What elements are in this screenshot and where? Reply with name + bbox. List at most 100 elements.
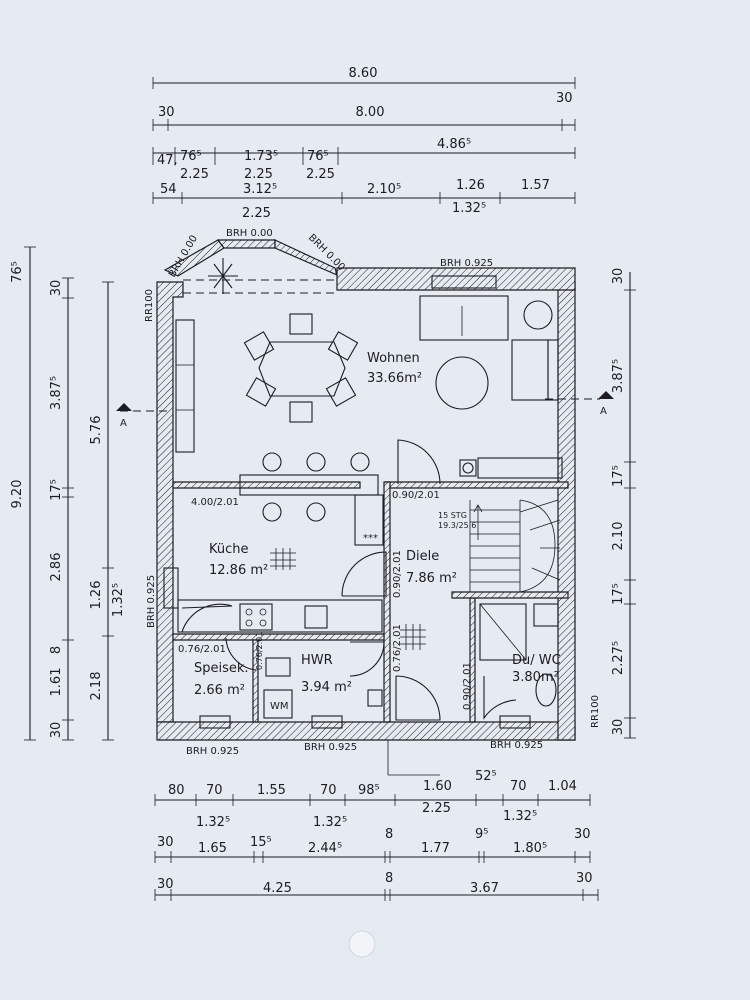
dim-top-3-12: 3.12⁵ [243, 182, 277, 197]
stairs-lower [469, 500, 521, 592]
radiator-diele [400, 624, 426, 650]
dim-right-2-27: 2.27⁵ [611, 641, 626, 675]
dim-left-2-86: 2.86 [49, 553, 64, 582]
dim-bot-70-b: 70 [320, 783, 337, 798]
wall-west [156, 281, 184, 723]
coffee-table [435, 356, 489, 410]
dim-top-76-a: 76⁵ [180, 149, 202, 164]
dim-top-2-25-a: 2.25 [180, 167, 209, 182]
door-label-diele-v: 0.90/2.01 [392, 550, 403, 598]
wall-south [156, 721, 576, 741]
dim-top-8-60: 8.60 [349, 66, 378, 81]
dim-top-1-26: 1.26 [456, 178, 485, 193]
dim-top-8-00: 8.00 [356, 105, 385, 120]
stairs-winder [519, 499, 561, 593]
shower [479, 603, 527, 661]
right-dimensions: 30 3.87⁵ 17⁵ 2.10 17⁵ 2.27⁵ 30 [611, 268, 636, 739]
dim-top-30-r: 30 [556, 91, 573, 106]
dim-bot-1-80: 1.80⁵ [513, 841, 547, 856]
chair-5 [245, 377, 277, 407]
stool-1 [262, 452, 282, 472]
brh-south-1: BRH 0.925 [186, 746, 239, 757]
bay-star [208, 258, 238, 294]
wall-wohnen-kueche [172, 481, 361, 489]
dim-bot-1-77: 1.77 [421, 841, 450, 856]
dim-top-30-l: 30 [158, 105, 175, 120]
dim-bot-15: 15⁵ [250, 835, 272, 850]
dim-right-17-a: 17⁵ [611, 465, 626, 487]
dim-top-1-57: 1.57 [521, 178, 550, 193]
section-label-left: A [120, 418, 127, 429]
left-dimensions: 9.20 76⁵ 30 3.87⁵ 17⁵ 2.86 1.26 8 1.61 3… [10, 246, 126, 741]
sideboard [175, 319, 195, 453]
wall-kueche-diele [383, 481, 391, 723]
dim-top-1-32: 1.32⁵ [452, 201, 486, 216]
dim-bot-9: 9⁵ [475, 827, 488, 842]
room-wohnen-area: 33.66m² [367, 371, 422, 386]
dim-top-2-25-c: 2.25 [306, 167, 335, 182]
dim-bot-3-67: 3.67 [470, 881, 499, 896]
dim-bot-80: 80 [168, 783, 185, 798]
stool-4 [262, 502, 282, 522]
door-label-speis-v: 0.76/2.01 [255, 632, 264, 670]
room-speisek-name: Speisek. [194, 661, 249, 676]
walls [156, 239, 576, 741]
dim-bot-1-55: 1.55 [257, 783, 286, 798]
dim-right-2-10: 2.10 [611, 522, 626, 551]
brh-south-2: BRH 0.925 [304, 742, 357, 753]
door-label-diele: 0.90/2.01 [392, 490, 440, 501]
dim-right-30-a: 30 [611, 268, 626, 285]
room-diele-area: 7.86 m² [406, 571, 457, 586]
cooktop [239, 603, 273, 631]
dim-bot-8-a: 8 [385, 827, 393, 842]
wall-speis-hwr [252, 639, 259, 723]
room-hwr-area: 3.94 m² [301, 680, 352, 695]
armchair-block [511, 339, 549, 401]
room-wohnen-name: Wohnen [367, 351, 420, 366]
stairs-ratio: 19.3/25.6 [438, 521, 476, 530]
dim-bot-70-a: 70 [206, 783, 223, 798]
door-label-hwr: 0.76/2.01 [392, 624, 403, 672]
brh-west: BRH 0.925 [146, 575, 157, 628]
dim-bot-1-04: 1.04 [548, 779, 577, 794]
dim-bot-2-25: 2.25 [422, 801, 451, 816]
room-kueche-name: Küche [209, 542, 249, 557]
wc-sink [533, 603, 559, 627]
dim-left-1-61: 1.61 [49, 668, 64, 697]
section-arrow-right [598, 391, 614, 399]
dim-left-30-b: 30 [49, 722, 64, 739]
dim-left-3-87: 3.87⁵ [49, 376, 64, 410]
rr100-east: RR100 [590, 695, 601, 728]
room-diele-name: Diele [406, 549, 439, 564]
chair-4 [327, 331, 359, 361]
wall-east [557, 281, 576, 741]
dim-left-2-18: 2.18 [89, 672, 104, 701]
chair-2 [289, 401, 313, 423]
room-duwc-area: 3.80m² [512, 670, 559, 685]
brh-bay-top: BRH 0.00 [226, 228, 273, 239]
chair-6 [325, 377, 357, 407]
dim-bot-1-32-c: 1.32⁵ [503, 809, 537, 824]
tv-cabinet [477, 457, 563, 479]
dim-left-17: 17⁵ [49, 479, 64, 501]
door-label-wc: 0.90/2.01 [462, 662, 473, 710]
chair-3 [243, 331, 275, 361]
dim-bot-30-d: 30 [576, 871, 593, 886]
rr100-west: RR100 [144, 289, 155, 322]
door-diele-hwr [395, 675, 441, 721]
dim-bot-4-25: 4.25 [263, 881, 292, 896]
stairs-arrow [473, 504, 483, 540]
dim-top-2-25-d: 2.25 [242, 206, 271, 221]
door-label-speis: 0.76/2.01 [178, 644, 226, 655]
dim-bot-30-b: 30 [574, 827, 591, 842]
stool-5 [306, 502, 326, 522]
dim-bot-2-44: 2.44⁵ [308, 841, 342, 856]
door-speis [225, 637, 257, 671]
dim-top-47: 47, [157, 153, 178, 168]
door-kueche-window [181, 603, 233, 633]
dim-left-8: 8 [49, 646, 64, 654]
wall-bay-top [216, 239, 276, 249]
section-label-right: A [600, 406, 607, 417]
dining-table [258, 341, 346, 397]
